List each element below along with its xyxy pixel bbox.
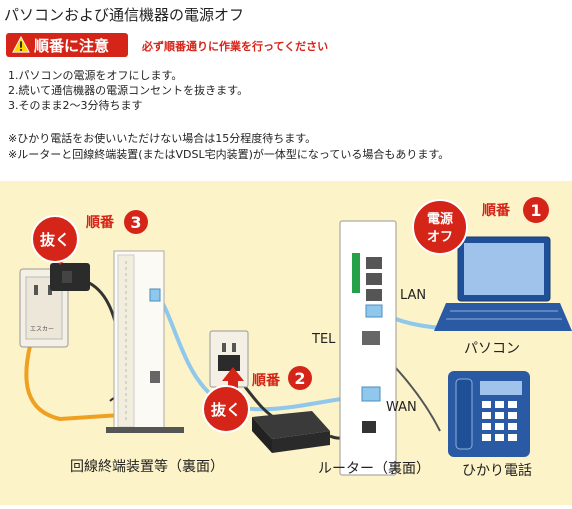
power-off-bubble [412,199,468,255]
note-list: ※ひかり電話をお使いいただけない場合は15分程度待ちます。 ※ルーターと回線終端… [8,131,449,163]
note-item: ※ルーターと回線終端装置(またはVDSL宅内装置)が一体型になっている場合もあり… [8,148,450,161]
order-warning-badge: 順番に注意 [6,33,128,57]
connection-diagram: エスカー [0,181,572,505]
orange-power-cable [24,345,151,422]
device-label-phone: ひかり電話 [462,462,532,479]
order-number-1: 1 [530,201,541,220]
order-number-3-circle [124,210,148,234]
pc-laptop [434,236,572,331]
router-device [339,220,397,476]
unplug-bubble-left [31,215,79,263]
svg-text:エスカー: エスカー [30,326,54,333]
order-label-3: 順番 [86,214,115,231]
ac-adapter [252,411,330,453]
port-label-wan: WAN [386,400,417,415]
wall-outlet-left: エスカー [19,268,69,348]
unplug-label-left: 抜く [40,231,70,249]
order-label-2: 順番 [252,372,281,389]
onu-device [106,250,184,433]
power-plug-left [50,263,90,291]
device-label-pc: パソコン [464,341,520,357]
order-number-2-circle [288,366,312,390]
note-item: ※ひかり電話をお使いいただけない場合は15分程度待ちます。 [8,132,317,145]
warning-note: 必ず順番通りに作業を行ってください [142,40,329,53]
device-label-router: ルーター（裏面） [318,460,430,477]
order-label-1: 順番 [482,202,511,219]
warning-badge-label: 順番に注意 [34,36,110,55]
unplug-arrow-middle [222,367,244,393]
step-item: 1.パソコンの電源をオフにします。 [8,69,183,82]
power-off-label-line2: オフ [427,230,453,245]
device-label-onu: 回線終端装置等（裏面） [70,458,224,475]
order-number-1-circle [523,197,549,223]
page-title: パソコンおよび通信機器の電源オフ [4,6,245,24]
phone-device [448,371,530,457]
step-item: 2.続いて通信機器の電源コンセントを抜きます。 [8,84,249,97]
order-number-2: 2 [294,369,305,388]
wall-outlet-middle [209,330,249,388]
power-off-label-line1: 電源 [427,211,453,227]
unplug-bubble-middle [202,385,250,433]
step-item: 3.そのまま2〜3分待ちます [8,99,143,112]
warning-icon [12,36,30,53]
port-label-lan: LAN [400,288,426,303]
port-label-tel: TEL [311,332,336,347]
order-number-3: 3 [130,213,141,232]
unplug-label-middle: 抜く [211,401,241,419]
step-list: 1.パソコンの電源をオフにします。 2.続いて通信機器の電源コンセントを抜きます… [8,68,248,113]
